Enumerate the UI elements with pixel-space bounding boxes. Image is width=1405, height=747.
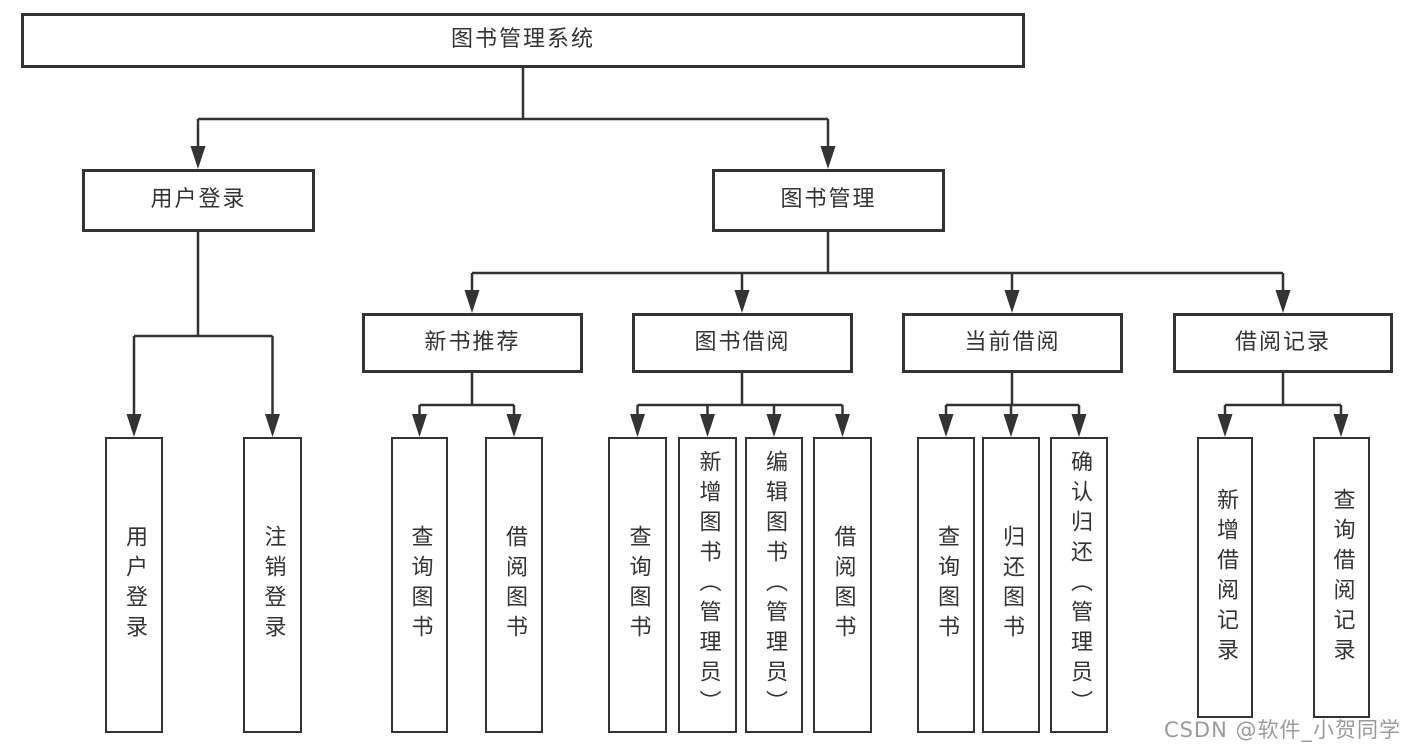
leaf-query-borrow-record: 查询借阅记录	[1313, 437, 1370, 718]
leaf-logout: 注销登录	[243, 437, 302, 733]
leaf-query-books-1: 查询图书	[391, 437, 448, 733]
leaf-query-books-3: 查询图书	[917, 437, 975, 733]
leaf-borrow-books-1: 借阅图书	[485, 437, 543, 733]
node-current-borrowing: 当前借阅	[902, 313, 1123, 373]
node-label: 当前借阅	[964, 329, 1061, 355]
leaf-add-borrow-record: 新增借阅记录	[1197, 437, 1253, 718]
leaf-borrow-books-2: 借阅图书	[813, 437, 872, 733]
arrowhead-icons	[126, 146, 1349, 437]
node-label: 图书管理系统	[450, 27, 595, 53]
csdn-watermark: CSDN @软件_小贺同学	[1163, 718, 1401, 742]
node-label: 新增借阅记录	[1213, 487, 1238, 668]
node-book-management: 图书管理	[712, 169, 945, 232]
node-label: 借阅图书	[502, 525, 527, 645]
node-label: 图书管理	[780, 187, 877, 213]
node-label: 用户登录	[150, 187, 247, 213]
node-borrowing-records: 借阅记录	[1173, 313, 1393, 373]
node-label: 查询图书	[625, 525, 651, 645]
leaf-user-login: 用户登录	[105, 437, 163, 733]
node-label: 查询图书	[407, 525, 433, 645]
node-label: 注销登录	[260, 525, 286, 645]
node-label: 借阅图书	[830, 525, 856, 645]
leaf-return-book: 归还图书	[982, 437, 1040, 733]
node-label: 新书推荐	[424, 329, 521, 355]
node-label: 查询图书	[934, 525, 959, 645]
node-new-book-recommendation: 新书推荐	[362, 313, 583, 373]
node-label: 用户登录	[122, 525, 147, 645]
node-label: 归还图书	[999, 525, 1024, 645]
node-label: 查询借阅记录	[1329, 487, 1355, 668]
node-label: 图书借阅	[694, 329, 791, 355]
node-label: 编辑图书（管理员）	[762, 450, 787, 720]
node-book-borrowing: 图书借阅	[632, 313, 853, 373]
leaf-add-book-admin: 新增图书（管理员）	[678, 437, 737, 733]
node-library-management-system: 图书管理系统	[21, 13, 1025, 68]
node-label: 借阅记录	[1234, 329, 1331, 355]
leaf-query-books-2: 查询图书	[608, 437, 667, 733]
node-label: 确认归还（管理员）	[1067, 450, 1092, 720]
connector-lines	[132, 68, 1343, 418]
leaf-confirm-return-admin: 确认归还（管理员）	[1050, 437, 1108, 733]
node-label: 新增图书（管理员）	[695, 450, 721, 720]
leaf-edit-book-admin: 编辑图书（管理员）	[745, 437, 803, 733]
node-user-login: 用户登录	[82, 169, 315, 232]
